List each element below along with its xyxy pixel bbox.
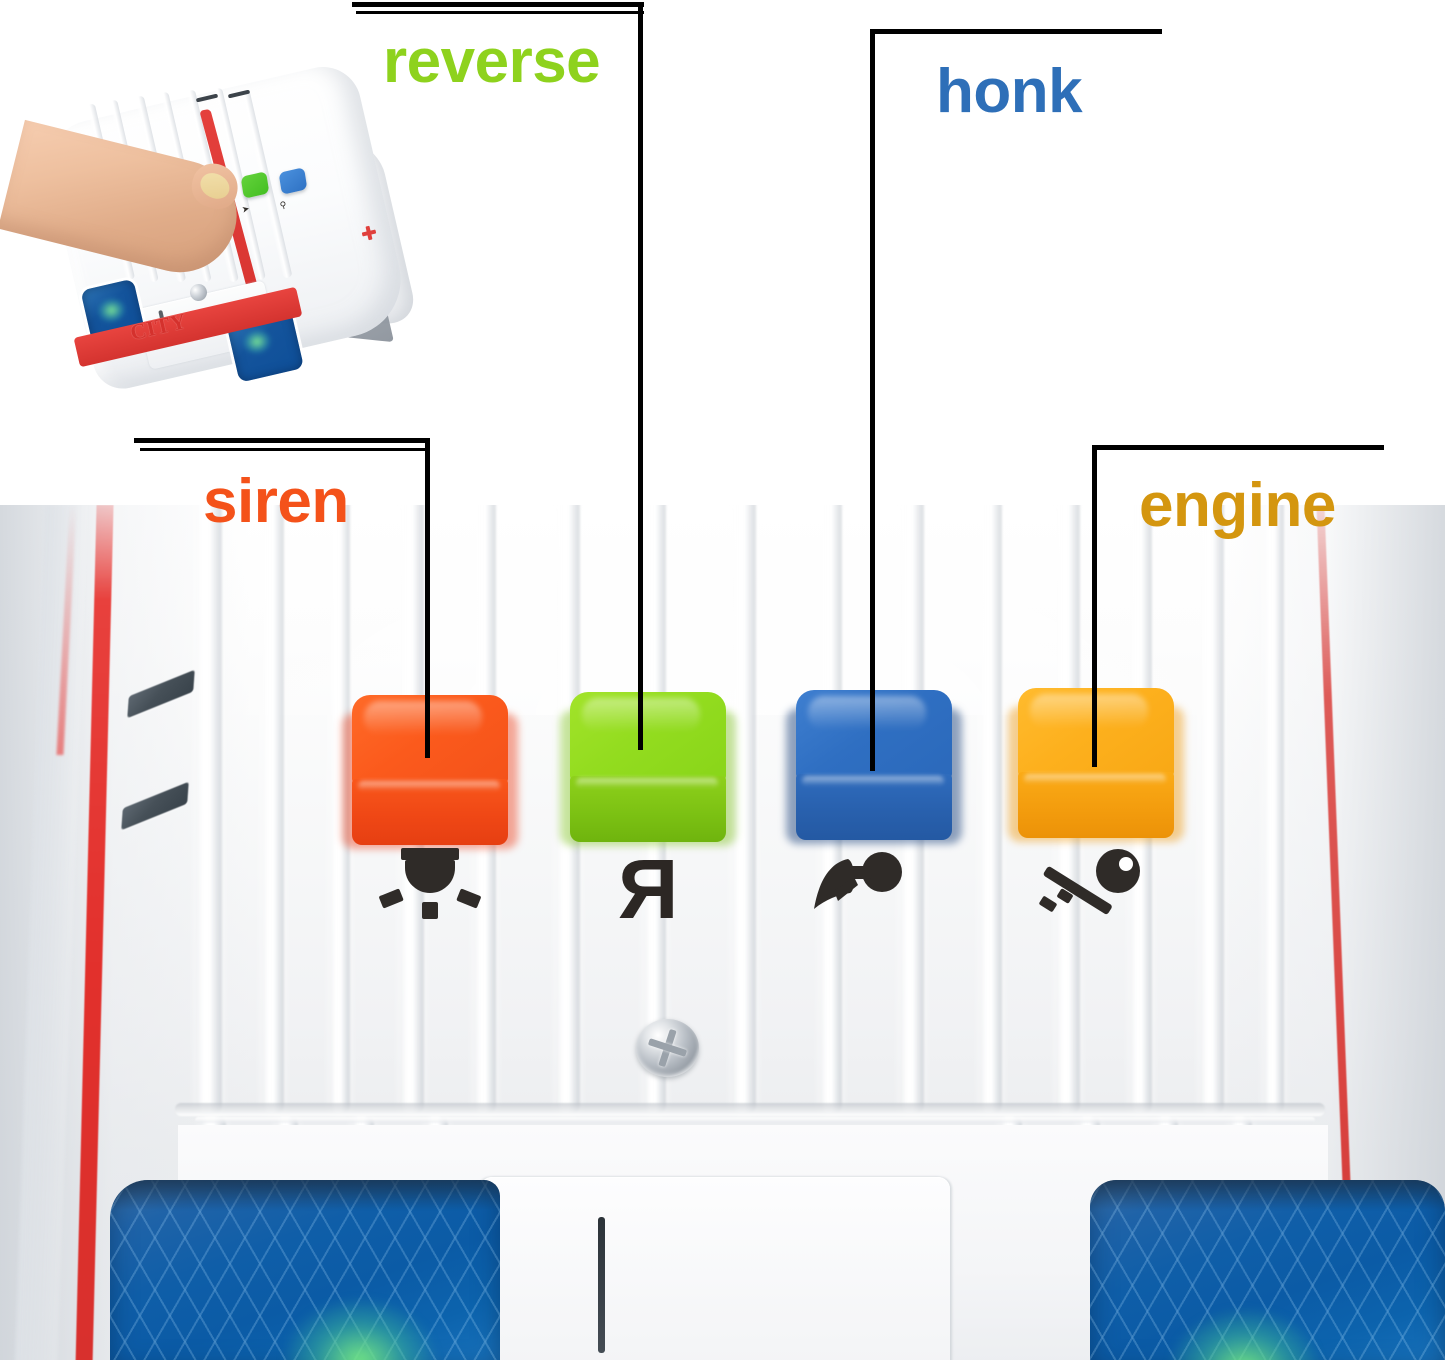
button-gloss (808, 696, 926, 730)
honk-leader-horizontal (872, 29, 1162, 34)
deck-seam-highlight (195, 1117, 1315, 1123)
reverse-leader-vertical (638, 2, 643, 750)
siren-leader-horizontal-2 (140, 448, 430, 451)
siren-label: siren (203, 467, 349, 536)
button-gloss (364, 701, 482, 735)
hatch-slot (598, 1217, 605, 1353)
siren-leader-vertical (425, 438, 430, 758)
inset-lens-glow (95, 295, 128, 326)
finger-pressing-buttons-photo: CITY ☼ R ➤ ⚲ (0, 59, 420, 395)
button-rim-light (802, 776, 944, 786)
roof-rib (330, 505, 350, 1113)
key-icon (1032, 848, 1152, 922)
button-rim-light (358, 781, 500, 791)
engine-label: engine (1139, 471, 1336, 540)
rear-hatch (480, 1177, 950, 1360)
inset-horn-icon: ➤ (240, 203, 251, 215)
lens-top-shadow (1090, 1180, 1445, 1210)
siren-button[interactable] (342, 695, 518, 849)
deck-seam (175, 1103, 1325, 1116)
reverse-leader-horizontal (352, 2, 644, 7)
siren-leader-horizontal (134, 438, 430, 443)
button-cap (352, 695, 508, 845)
horn-icon (810, 850, 918, 920)
roof-rib (196, 505, 222, 1113)
phillips-screw (636, 1019, 699, 1077)
mirrored-r-icon: R (617, 842, 679, 936)
engine-leader-horizontal (1094, 445, 1384, 450)
button-rim-light (576, 778, 718, 788)
right-blue-light (1090, 1180, 1445, 1360)
engine-leader-vertical (1092, 445, 1097, 767)
inset-lens-glow (240, 326, 274, 357)
button-top-face (570, 692, 726, 780)
button-top-face (352, 695, 508, 783)
roof-rib (980, 505, 1002, 1113)
reverse-label: reverse (383, 27, 601, 96)
button-rim-light (1024, 774, 1166, 784)
roof-rib (732, 505, 756, 1113)
reverse-leader-horizontal-2 (356, 11, 644, 14)
roof-rib (1264, 505, 1284, 1113)
honk-leader-vertical (870, 29, 875, 771)
button-cap (570, 692, 726, 842)
left-blue-light (110, 1180, 500, 1360)
roof-highlight (180, 505, 1270, 715)
roof-rib (1200, 505, 1224, 1113)
honk-label: honk (936, 57, 1083, 126)
reverse-button[interactable] (560, 692, 736, 846)
button-gloss (1030, 694, 1148, 728)
roof-rib (262, 505, 284, 1113)
siren-light-icon (370, 848, 490, 920)
lens-top-shadow (110, 1180, 500, 1210)
